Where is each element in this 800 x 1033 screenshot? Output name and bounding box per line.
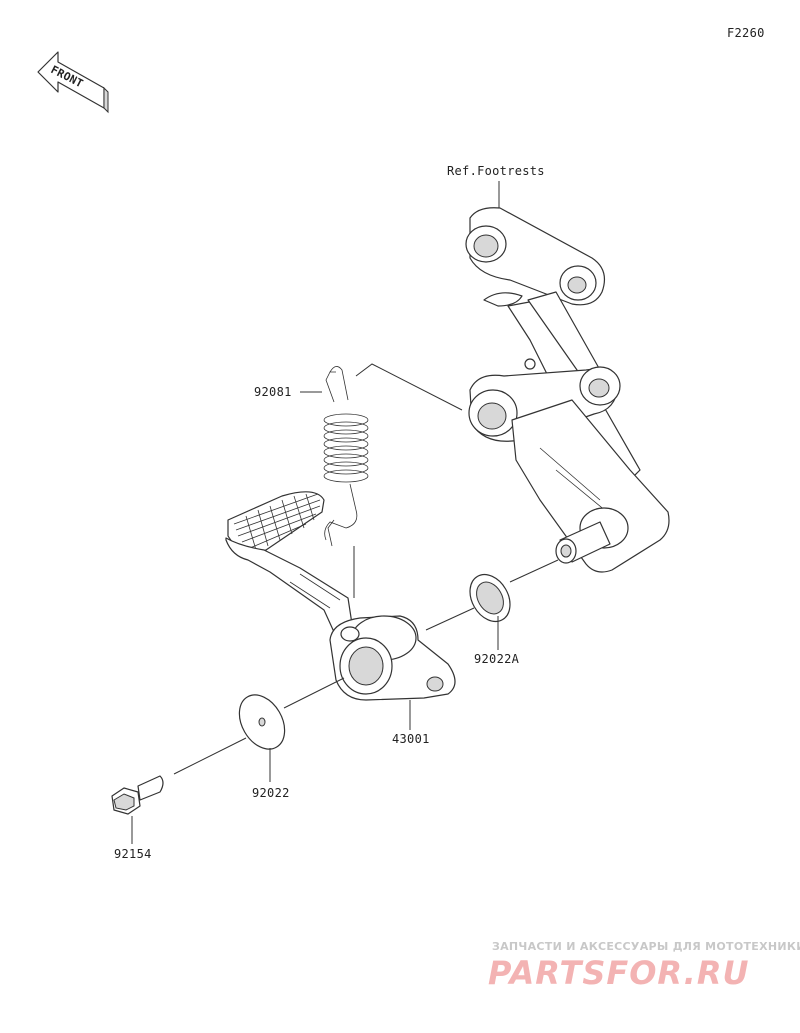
washer (238, 694, 286, 750)
bolt (111, 775, 164, 815)
watermark-brand: PARTSFOR.RU (488, 954, 749, 992)
spring-coils (323, 413, 369, 483)
front-arrow-icon: FRONT (37, 51, 109, 114)
callout-pedal: 43001 (392, 732, 430, 746)
pedal-lever (225, 491, 456, 701)
callout-washer: 92022 (252, 786, 290, 800)
diagram-code: F2260 (727, 26, 765, 40)
callout-bolt: 92154 (114, 847, 152, 861)
return-spring (323, 366, 369, 547)
callout-washer-a: 92022A (474, 652, 520, 666)
pedal-pad-grid (233, 493, 321, 551)
callout-spring: 92081 (254, 385, 292, 399)
watermark-tagline: ЗАПЧАСТИ И АКСЕССУАРЫ ДЛЯ МОТОТЕХНИКИ (492, 940, 800, 953)
footrest-bracket (465, 207, 670, 573)
washer-a (469, 573, 511, 623)
reference-label: Ref.Footrests (447, 164, 545, 178)
